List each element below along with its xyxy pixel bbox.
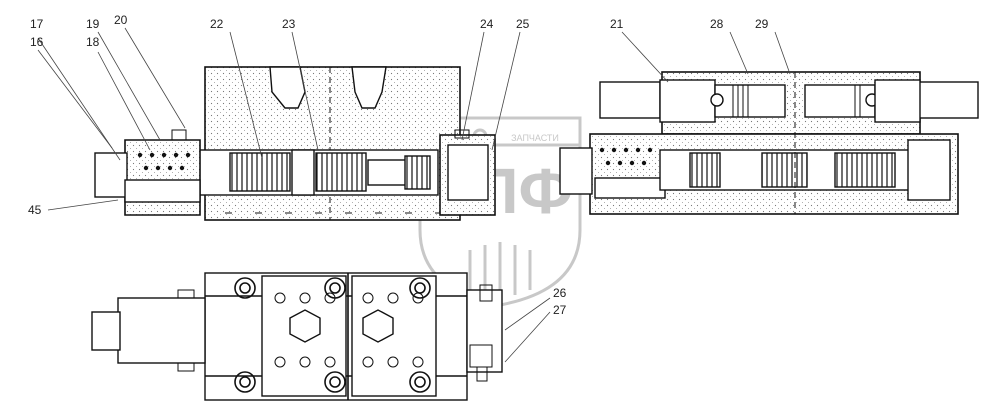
callout-22: 22	[210, 17, 224, 31]
watermark-banner: ЗАПЧАСТИ	[511, 133, 559, 143]
callout-45: 45	[28, 203, 42, 217]
callout-29: 29	[755, 17, 769, 31]
callout-24: 24	[480, 17, 494, 31]
callout-18: 18	[86, 35, 100, 49]
left-section-view	[94, 66, 496, 221]
leader-lines	[37, 27, 791, 363]
callout-17: 17	[30, 17, 44, 31]
callout-23: 23	[282, 17, 296, 31]
callout-labels: 17 16 19 18 20 22 23 24 25 21 28 29 45 2…	[28, 13, 769, 317]
exterior-view	[91, 272, 503, 401]
callout-26: 26	[553, 286, 567, 300]
callout-27: 27	[553, 303, 567, 317]
callout-19: 19	[86, 17, 100, 31]
callout-16: 16	[30, 35, 44, 49]
callout-25: 25	[516, 17, 530, 31]
right-section-view	[559, 71, 979, 215]
callout-28: 28	[710, 17, 724, 31]
callout-21: 21	[610, 17, 624, 31]
callout-20: 20	[114, 13, 128, 27]
